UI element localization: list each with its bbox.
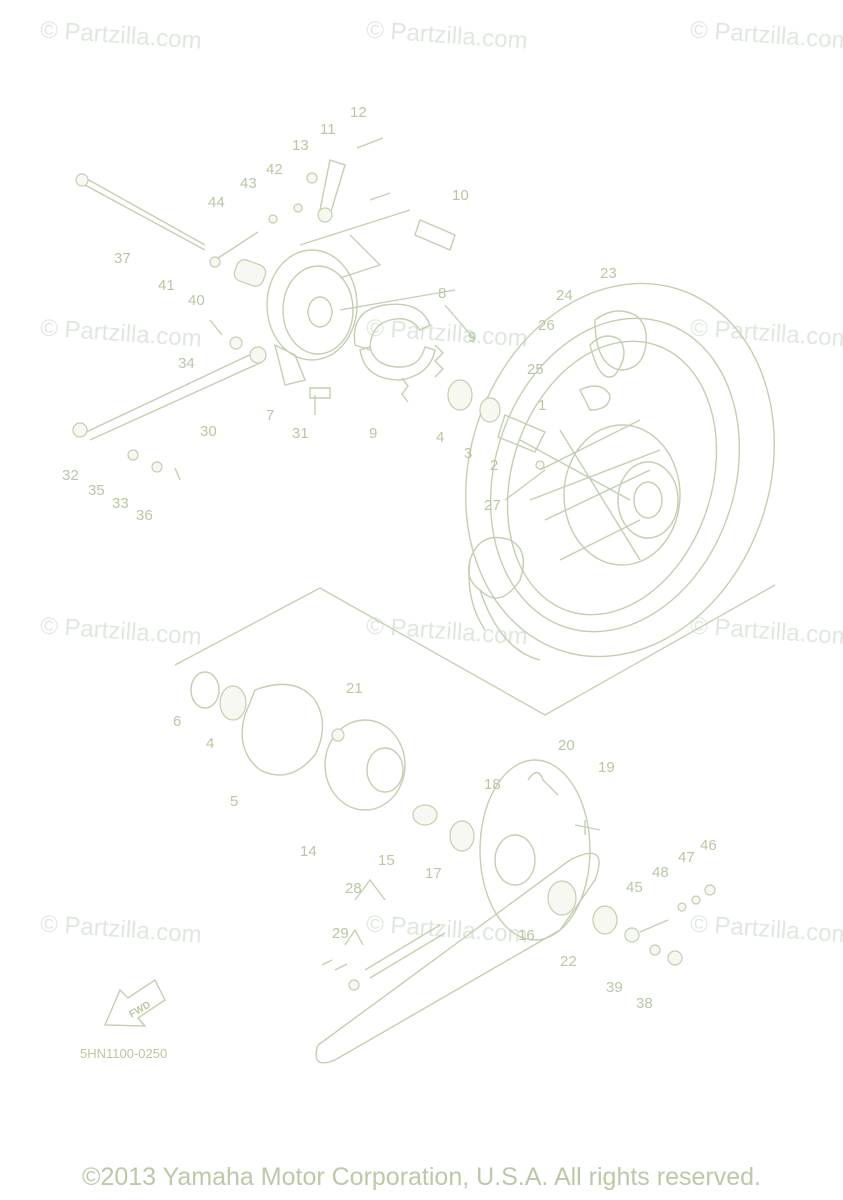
- brake-assembly: [266, 249, 444, 403]
- callout-16: 16: [518, 927, 535, 944]
- callout-37: 37: [114, 250, 131, 267]
- callout-38: 38: [636, 995, 653, 1012]
- callout-14: 14: [300, 843, 317, 860]
- callout-46: 46: [700, 837, 717, 854]
- callout-42: 42: [266, 161, 283, 178]
- callout-32: 32: [62, 467, 79, 484]
- callout-44: 44: [208, 194, 225, 211]
- callout-23: 23: [600, 265, 617, 282]
- callout-4: 4: [436, 429, 444, 446]
- callout-15: 15: [378, 852, 395, 869]
- callout-48: 48: [652, 864, 669, 881]
- sprocket-hub-assembly: [190, 671, 601, 941]
- callout-41: 41: [158, 277, 175, 294]
- callout-1: 1: [538, 397, 546, 414]
- bearings-and-spacers: [447, 379, 546, 470]
- callout-29: 29: [332, 925, 349, 942]
- callout-35: 35: [88, 482, 105, 499]
- leader-lines: [174, 192, 776, 946]
- callout-2: 2: [490, 457, 498, 474]
- drive-chain: [315, 852, 716, 1064]
- callout-27: 27: [484, 497, 501, 514]
- callout-43: 43: [240, 175, 257, 192]
- callout-28: 28: [345, 880, 362, 897]
- callout-47: 47: [678, 849, 695, 866]
- axle-and-arms: [72, 137, 456, 481]
- copyright-notice: ©2013 Yamaha Motor Corporation, U.S.A. A…: [82, 1163, 761, 1191]
- callout-19: 19: [598, 759, 615, 776]
- callout-13: 13: [292, 137, 309, 154]
- callout-34: 34: [178, 355, 195, 372]
- callout-25: 25: [527, 361, 544, 378]
- callout-30: 30: [200, 423, 217, 440]
- callout-17: 17: [425, 865, 442, 882]
- callout-21: 21: [346, 680, 363, 697]
- callout-36: 36: [136, 507, 153, 524]
- callout-33: 33: [112, 495, 129, 512]
- callout-24: 24: [556, 287, 573, 304]
- callout-20: 20: [558, 737, 575, 754]
- callout-31: 31: [292, 425, 309, 442]
- callout-4b: 4: [206, 735, 214, 752]
- callout-26: 26: [538, 317, 555, 334]
- rear-wheel-assembly: [465, 282, 775, 661]
- callout-22: 22: [560, 953, 577, 970]
- callout-10: 10: [452, 187, 469, 204]
- callout-12: 12: [350, 104, 367, 121]
- callout-18: 18: [484, 776, 501, 793]
- callout-5: 5: [230, 793, 238, 810]
- callout-3: 3: [464, 445, 472, 462]
- forward-arrow-icon: FWD: [103, 978, 166, 1027]
- callout-9: 9: [468, 329, 476, 346]
- callout-40: 40: [188, 292, 205, 309]
- diagram-code: 5HN1100-0250: [80, 1046, 168, 1061]
- callout-7: 7: [266, 407, 274, 424]
- callout-11: 11: [320, 121, 336, 138]
- callout-8: 8: [438, 285, 446, 302]
- callout-numbers: 1 2 3 4 4 5 6 7 8 9 9 10 11 12 13 14 15 …: [62, 104, 717, 1012]
- callout-45: 45: [626, 879, 643, 896]
- callout-39: 39: [606, 979, 623, 996]
- callout-9b: 9: [369, 425, 377, 442]
- callout-6: 6: [173, 713, 181, 730]
